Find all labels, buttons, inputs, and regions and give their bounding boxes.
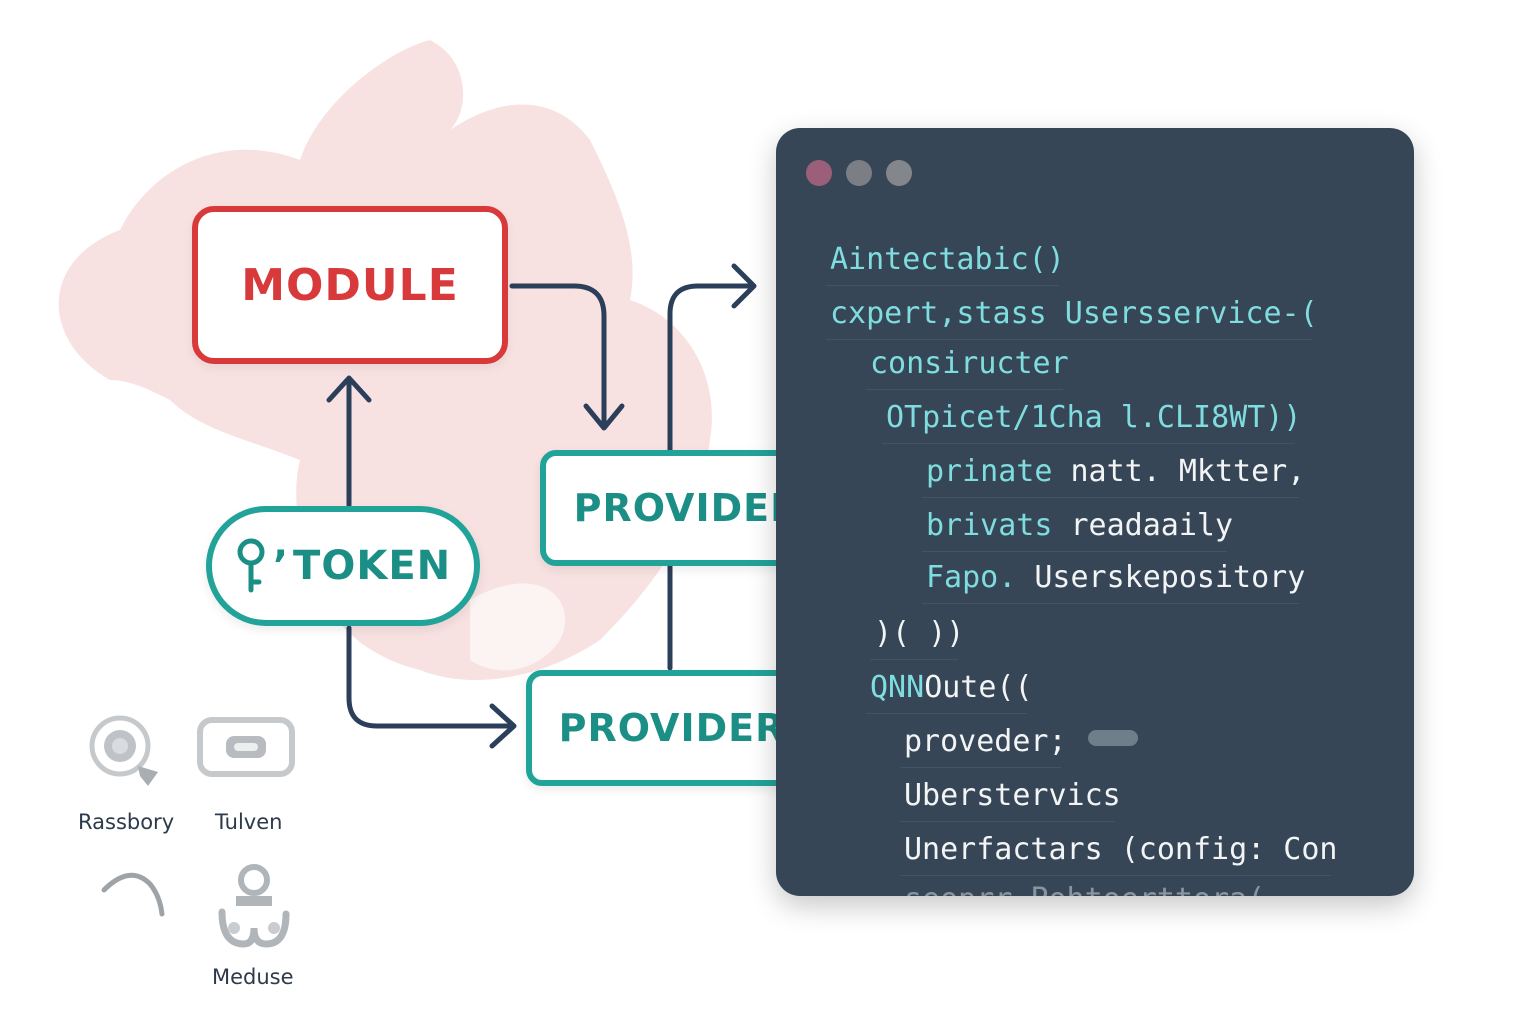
- window-minimize-dot[interactable]: [846, 160, 872, 186]
- code-token: seoprr Pohtoerttora(: [904, 882, 1265, 896]
- gear-icon[interactable]: [84, 712, 166, 788]
- module-node: MODULE: [192, 206, 508, 364]
- icon-label-meduse: Meduse: [212, 965, 294, 989]
- code-token: Unerfactars (config: Con: [904, 832, 1338, 867]
- code-token: QNN: [870, 670, 925, 705]
- module-label: MODULE: [241, 259, 459, 311]
- code-line: cxpert,stass Usersservice-(: [826, 296, 1318, 340]
- code-token: Userskepository: [1016, 560, 1306, 595]
- token-prefix: ’: [272, 543, 290, 589]
- code-token: Oute((: [924, 670, 1033, 705]
- code-token: proveder;: [904, 724, 1067, 759]
- code-line: Aintectabic(): [826, 242, 1065, 286]
- code-line: Fapo. Userskepository: [921, 560, 1306, 604]
- code-line: OTpicet/1Cha l.CLI8WT)): [881, 400, 1302, 444]
- code-line: Uberstervics: [900, 778, 1121, 822]
- person-icon[interactable]: [214, 862, 292, 952]
- code-line: seoprr Pohtoerttora(: [904, 882, 1265, 896]
- code-line: )( )): [869, 616, 965, 660]
- code-token: Uberstervics: [904, 778, 1121, 813]
- code-token: Aintectabic(): [830, 242, 1065, 277]
- key-icon: [237, 538, 265, 593]
- code-line: prinate natt. Mktter,: [921, 454, 1306, 498]
- code-token: cxpert,stass Usersservice-(: [830, 296, 1318, 331]
- window-maximize-dot[interactable]: [886, 160, 912, 186]
- code-token: )( )): [874, 616, 965, 651]
- code-token: natt. Mktter,: [1052, 454, 1306, 489]
- code-line: proveder;: [900, 724, 1067, 768]
- code-line: Unerfactars (config: Con: [899, 832, 1338, 876]
- code-line: consiructer: [866, 346, 1069, 390]
- code-token: consiructer: [870, 346, 1069, 381]
- code-token: readaaily: [1052, 508, 1234, 543]
- provider-label-bottom: PROVIDER: [558, 706, 786, 750]
- code-line: QNNOute((: [866, 670, 1033, 714]
- provider-node-bottom: PROVIDER: [526, 670, 818, 786]
- token-node: ’ TOKEN: [206, 506, 480, 626]
- icon-label-rassbory: Rassbory: [78, 810, 175, 834]
- icon-label-tulven: Tulven: [215, 810, 283, 834]
- code-token: brivats: [926, 508, 1053, 543]
- window-close-dot[interactable]: [806, 160, 832, 186]
- token-content: ’ TOKEN: [235, 538, 451, 594]
- arc-icon[interactable]: [100, 864, 166, 920]
- code-token: Fapo.: [926, 560, 1017, 595]
- blur-mark: [1088, 730, 1138, 746]
- code-token: prinate: [926, 454, 1053, 489]
- provider-label-top: PROVIDER: [573, 486, 801, 530]
- code-line: brivats readaaily: [921, 508, 1234, 552]
- code-editor-window: Aintectabic() cxpert,stass Usersservice-…: [776, 128, 1414, 896]
- code-token: OTpicet/1Cha l.CLI8WT)): [886, 400, 1302, 435]
- token-label: TOKEN: [293, 543, 452, 589]
- toggle-switch-icon[interactable]: [196, 716, 296, 778]
